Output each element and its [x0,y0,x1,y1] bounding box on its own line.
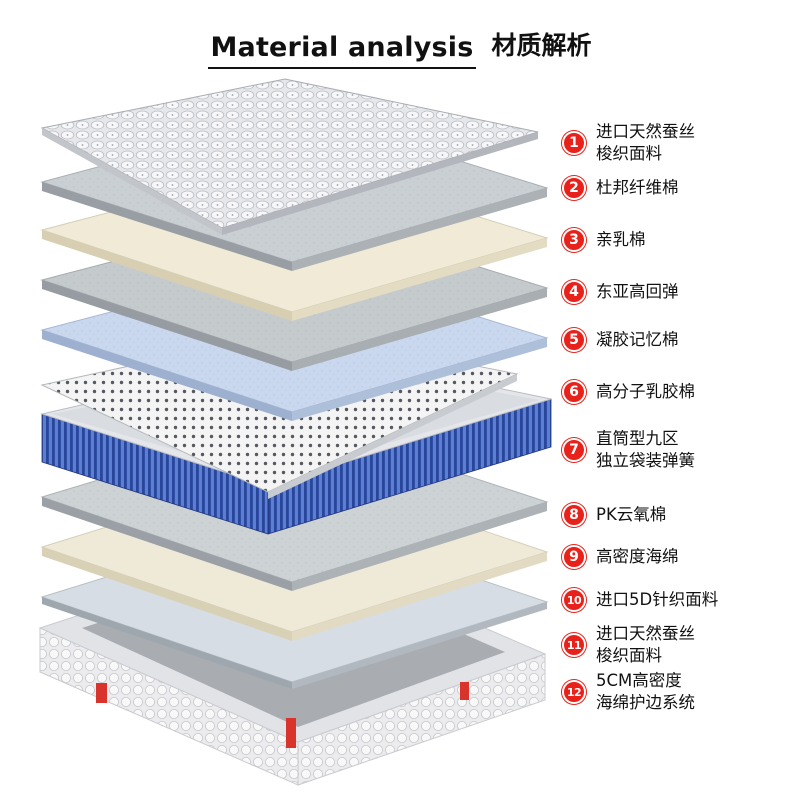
title-chinese: 材质解析 [491,31,592,60]
layer-label-9: 9 高密度海绵 [562,545,679,569]
layer-number-badge: 3 [562,228,586,252]
layer-label-text: 直筒型九区独立袋装弹簧 [596,429,695,470]
layer-label-text: 进口天然蚕丝梭织面料 [596,624,695,665]
layer-label-6: 6 高分子乳胶棉 [562,380,695,404]
layer-number-badge: 7 [562,438,586,462]
layer-number-badge: 9 [562,545,586,569]
layer-label-3: 3 亲乳棉 [562,228,646,252]
layer-label-text: 东亚高回弹 [596,282,679,301]
layer-number-badge: 12 [562,680,586,704]
layer-1-quilted-top [40,78,539,235]
layer-label-4: 4 东亚高回弹 [562,280,679,304]
layer-number-badge: 5 [562,328,586,352]
layer-label-text: 凝胶记忆棉 [596,330,679,349]
layer-label-11: 11 进口天然蚕丝梭织面料 [562,624,695,665]
layer-number-badge: 2 [562,176,586,200]
brand-tag-front [286,718,296,748]
layer-label-2: 2 杜邦纤维棉 [562,176,679,200]
layer-label-text: PK云氧棉 [596,505,667,524]
layer-label-text: 进口天然蚕丝梭织面料 [596,122,695,163]
layer-label-text: 亲乳棉 [596,230,646,249]
layer-label-text: 杜邦纤维棉 [596,178,679,197]
layer-number-badge: 6 [562,380,586,404]
brand-tag-left [96,683,107,703]
layer-label-12: 12 5CM高密度海绵护边系统 [562,671,695,712]
title-english: Material analysis [208,32,476,69]
layer-label-1: 1 进口天然蚕丝梭织面料 [562,122,695,163]
layer-number-badge: 11 [562,633,586,657]
layer-label-text: 5CM高密度海绵护边系统 [596,671,695,712]
layer-label-text: 高分子乳胶棉 [596,382,695,401]
layer-number-badge: 10 [562,588,586,612]
layer-label-text: 进口5D针织面料 [596,590,719,609]
layer-number-badge: 1 [562,131,586,155]
brand-tag-side [460,682,469,700]
layer-number-badge: 4 [562,280,586,304]
layer-number-badge: 8 [562,503,586,527]
layer-label-8: 8 PK云氧棉 [562,503,666,527]
header: Material analysis 材质解析 [0,26,800,69]
layer-label-text: 高密度海绵 [596,547,679,566]
layer-label-7: 7 直筒型九区独立袋装弹簧 [562,429,695,470]
layer-label-10: 10 进口5D针织面料 [562,588,718,612]
layer-label-5: 5 凝胶记忆棉 [562,328,679,352]
